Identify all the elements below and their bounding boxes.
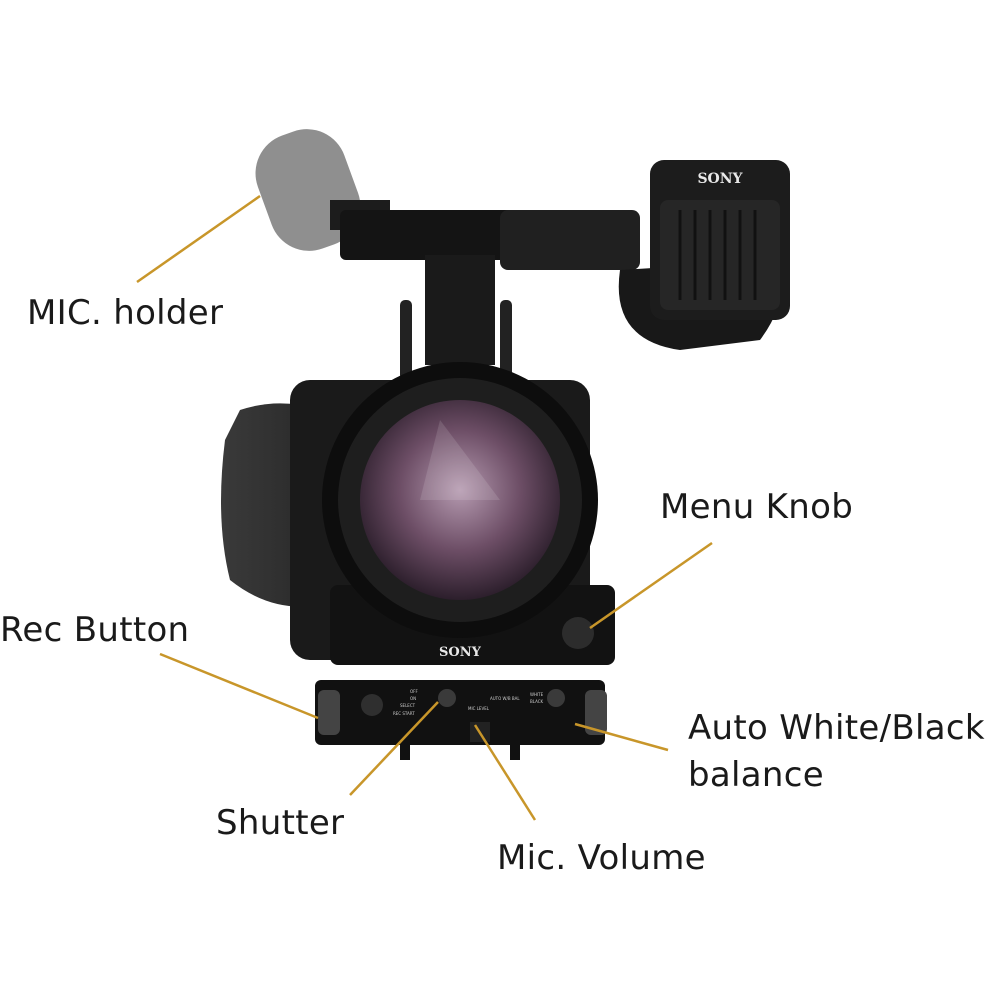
panel-label: WHITE — [530, 692, 544, 697]
panel-label: REC START — [393, 711, 415, 716]
label-mic-holder: MIC. holder — [27, 293, 224, 333]
top-handle — [340, 210, 640, 380]
leader-lines — [136, 194, 713, 821]
viewfinder: SONY — [618, 160, 790, 350]
leader-line-shutter — [349, 701, 439, 796]
menu-knob[interactable] — [562, 617, 594, 649]
label-shutter: Shutter — [216, 803, 345, 843]
leader-line-auto-wb — [574, 722, 669, 752]
leader-line-menu-knob — [589, 541, 713, 630]
label-auto-wb-line1: Auto White/Black — [688, 708, 985, 748]
leader-line-mic-volume — [473, 724, 537, 821]
brand-logo-front: SONY — [439, 645, 482, 660]
label-mic-volume: Mic. Volume — [497, 838, 706, 878]
panel-label: MIC LEVEL — [468, 706, 490, 711]
label-rec-button: Rec Button — [0, 610, 190, 650]
panel-label: SELECT — [400, 703, 416, 708]
leader-line-rec-button — [159, 652, 319, 720]
panel-label: OFF — [410, 689, 418, 694]
lens — [322, 362, 598, 638]
label-auto-wb-line2: balance — [688, 755, 824, 795]
rec-button[interactable] — [361, 694, 383, 716]
auto-wb-switch[interactable] — [547, 689, 565, 707]
panel-label: ON — [410, 696, 416, 701]
leader-line-mic-holder — [136, 194, 261, 284]
panel-label: AUTO W/B BAL — [490, 696, 520, 701]
label-menu-knob: Menu Knob — [660, 487, 854, 527]
panel-label: BLACK — [530, 699, 544, 704]
shutter-switch[interactable] — [438, 689, 456, 707]
brand-logo-top: SONY — [697, 171, 743, 187]
